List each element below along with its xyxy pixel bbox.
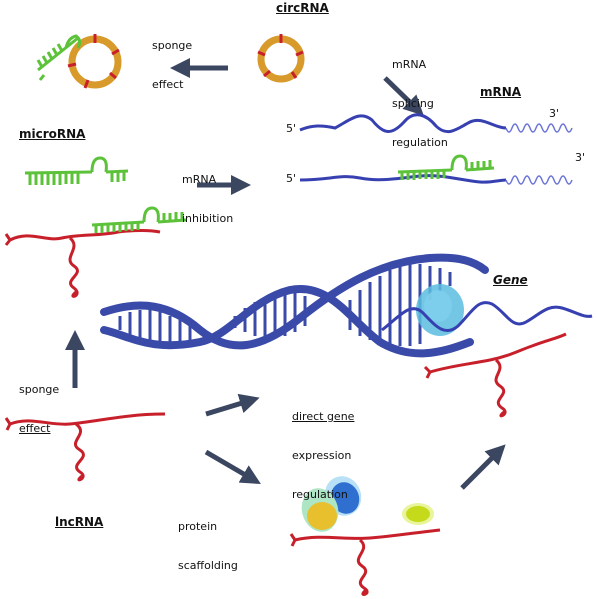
- transcription-complex-icon: [416, 284, 464, 336]
- dna-helix: [100, 253, 489, 358]
- mrna-splicing-label: mRNA splicing regulation: [392, 58, 448, 149]
- sponge-effect-left-label: sponge effect: [19, 383, 60, 435]
- direct-gene-label: direct gene expression regulation: [292, 410, 355, 501]
- mrna-strand-top: [299, 113, 573, 134]
- circrna-sponge-icon: [36, 34, 122, 89]
- arrow-to-gene: [460, 444, 506, 490]
- mrna-strand-bottom: [299, 154, 573, 185]
- arrow-direct-gene: [205, 393, 260, 417]
- five-prime-top: 5': [286, 122, 297, 135]
- sponge-effect-top-label: sponge effect: [152, 39, 193, 91]
- lncrna-icon: [4, 412, 166, 482]
- lncrna-gene-bound: [423, 332, 567, 418]
- microrna-title: microRNA: [19, 127, 86, 141]
- microrna-icon: [24, 156, 129, 185]
- three-prime-bottom: 3': [575, 151, 586, 164]
- mrna-inhibition-label: mRNA inhibition: [182, 173, 234, 225]
- mrna-title: mRNA: [480, 85, 522, 99]
- protein-scaffolding-label: protein scaffolding: [178, 520, 238, 572]
- lncrna-title: lncRNA: [55, 515, 104, 529]
- three-prime-top: 3': [549, 107, 560, 120]
- gene-title: Gene: [493, 273, 528, 287]
- circrna-title: circRNA: [276, 1, 329, 15]
- circrna-icon: [257, 34, 305, 83]
- five-prime-bottom: 5': [286, 172, 297, 185]
- lncrna-sponge-complex: [4, 206, 187, 298]
- protein-scaffolding-icon: [289, 476, 441, 596]
- arrow-scaffolding: [204, 449, 261, 485]
- nascent-rna-strand: [381, 301, 593, 333]
- arrow-splicing: [383, 76, 424, 116]
